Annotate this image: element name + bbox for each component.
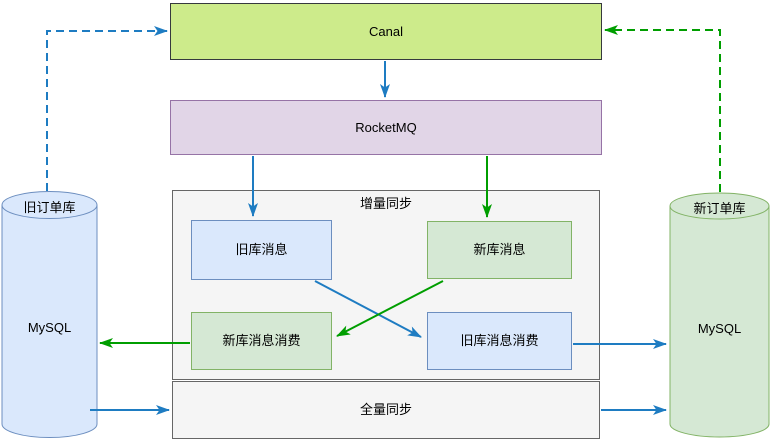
new-db-message-label: 新库消息 bbox=[473, 242, 526, 258]
old-db-message-node: 旧库消息 bbox=[191, 220, 332, 280]
old-db-message-label: 旧库消息 bbox=[235, 242, 288, 258]
incremental-sync-label: 增量同步 bbox=[359, 196, 412, 211]
new-order-db-engine-label: MySQL bbox=[697, 321, 742, 336]
new-order-db-title: 新订单库 bbox=[693, 201, 746, 216]
old-db-message-consume-node: 旧库消息消费 bbox=[427, 312, 572, 370]
rocketmq-node: RocketMQ bbox=[170, 100, 602, 155]
full-sync-container: 全量同步 bbox=[172, 381, 600, 439]
old-order-db-cylinder bbox=[1, 191, 98, 438]
new-db-message-node: 新库消息 bbox=[427, 221, 572, 279]
rocketmq-label: RocketMQ bbox=[355, 119, 417, 135]
new-order-db-cylinder bbox=[669, 192, 770, 438]
new-db-message-consume-node: 新库消息消费 bbox=[191, 312, 332, 370]
old-db-message-consume-label: 旧库消息消费 bbox=[460, 333, 539, 349]
new-db-message-consume-label: 新库消息消费 bbox=[222, 333, 301, 349]
full-sync-label: 全量同步 bbox=[359, 402, 412, 418]
old-order-db-engine-label: MySQL bbox=[27, 320, 72, 335]
old-order-db-title: 旧订单库 bbox=[23, 200, 76, 215]
canal-node: Canal bbox=[170, 3, 602, 60]
canal-label: Canal bbox=[369, 23, 403, 39]
